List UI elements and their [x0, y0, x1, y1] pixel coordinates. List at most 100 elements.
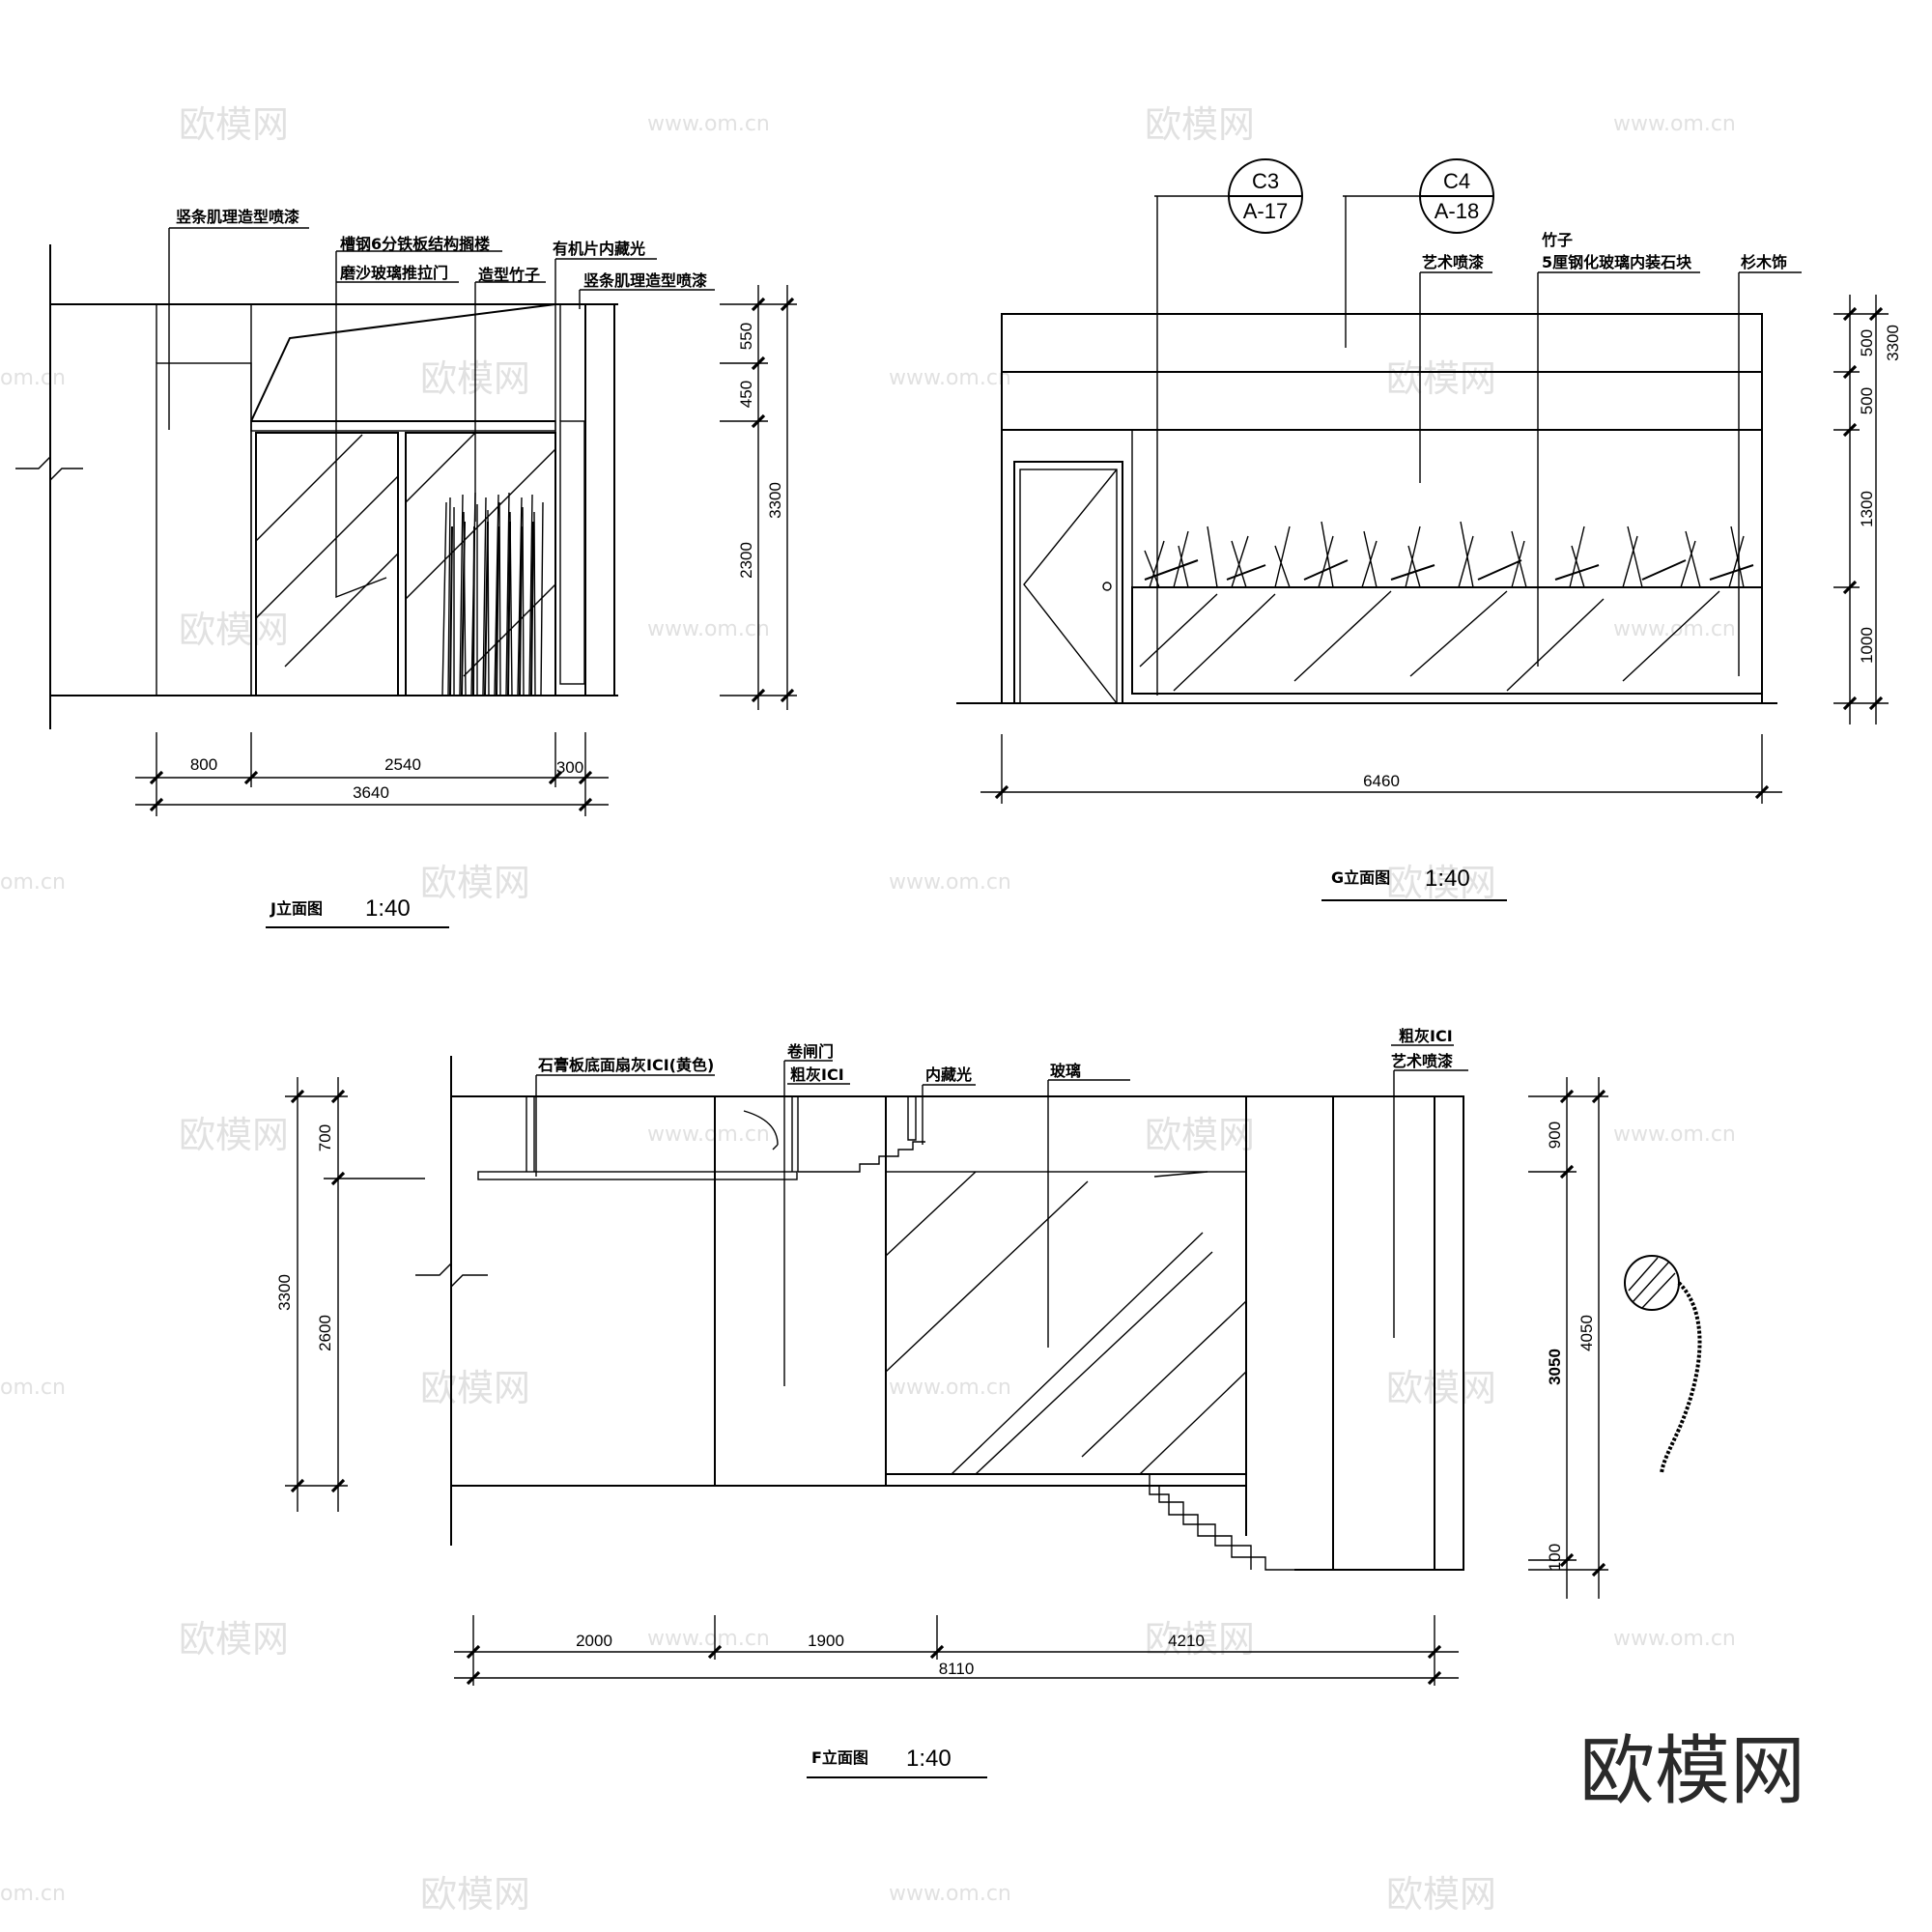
- g-scale: 1:40: [1425, 866, 1470, 892]
- watermark-logo: 欧模网: [1386, 1367, 1496, 1409]
- j-title: J立面图: [270, 899, 323, 918]
- watermark-logo: 欧模网: [1145, 1618, 1255, 1661]
- g-title: G立面图: [1331, 868, 1390, 887]
- section-callout-c3: C3 A-17: [1154, 158, 1303, 696]
- j-note: 有机片内藏光: [553, 240, 645, 258]
- j-note: 磨沙玻璃推拉门: [340, 264, 448, 282]
- f-scale: 1:40: [906, 1746, 952, 1772]
- watermark-url: www.om.cn: [1613, 617, 1736, 641]
- f-dim-total: 8110: [939, 1660, 975, 1678]
- g-note: 杉木饰: [1741, 253, 1787, 271]
- f-dim-v-total: 4050: [1577, 1315, 1596, 1351]
- f-dim-v: 3050: [1546, 1349, 1564, 1385]
- watermark-url: www.om.cn: [889, 1376, 1011, 1400]
- watermark-logo: 欧模网: [420, 1873, 530, 1916]
- watermark-url: www.om.cn: [647, 1627, 770, 1651]
- watermark-url: www.om.cn: [647, 1122, 770, 1147]
- watermark-url: www.om.cn: [889, 1882, 1011, 1906]
- j-dim-v: 450: [737, 381, 755, 408]
- watermark-logo: 欧模网: [420, 1367, 530, 1409]
- f-title: F立面图: [811, 1748, 868, 1767]
- f-note: 粗灰ICI: [1399, 1027, 1453, 1045]
- wall-section-hatch: [584, 303, 615, 696]
- wall-section-hatch: [1434, 1095, 1464, 1571]
- watermark-url: www.om.cn: [1613, 1122, 1736, 1147]
- watermark-url: www.om.cn: [647, 617, 770, 641]
- svg-text:C3: C3: [1252, 169, 1279, 193]
- j-dim-v-total: 3300: [766, 482, 784, 519]
- watermark-layer: 欧模网 www.om.cn 欧模网 www.om.cn om.cn 欧模网 ww…: [0, 103, 1736, 1916]
- j-note: 竖条肌理造型喷漆: [583, 271, 707, 290]
- watermark-logo: 欧模网: [179, 103, 289, 146]
- svg-text:A-18: A-18: [1435, 199, 1479, 223]
- g-note: 5厘钢化玻璃内装石块: [1542, 253, 1692, 271]
- j-note: 槽钢6分铁板结构搁楼: [340, 235, 490, 253]
- f-dim-v: 2600: [316, 1315, 334, 1351]
- f-dim: 4210: [1168, 1632, 1205, 1650]
- j-dim: 300: [556, 758, 583, 777]
- door-handle-icon: [1102, 582, 1112, 591]
- j-dim-v: 550: [737, 323, 755, 350]
- watermark-logo: 欧模网: [1386, 357, 1496, 400]
- j-dim: 800: [190, 755, 217, 774]
- glass-panel: [885, 1171, 1247, 1475]
- f-note: 石膏板底面扇灰ICI(黄色): [537, 1056, 714, 1074]
- g-dim-v: 500: [1858, 329, 1876, 356]
- watermark-logo: 欧模网: [179, 1114, 289, 1156]
- g-dim-v: 1300: [1858, 491, 1876, 527]
- brand-logo: 欧模网: [1579, 1728, 1805, 1815]
- f-elevation: 石膏板底面扇灰ICI(黄色) 卷闸门 粗灰ICI 内藏光 玻璃 粗灰ICI 艺术…: [275, 1027, 1702, 1778]
- watermark-logo: 欧模网: [1386, 1873, 1496, 1916]
- f-note: 内藏光: [925, 1065, 972, 1084]
- art-paint-wall: [1131, 429, 1763, 588]
- plant-symbol-icon: [1624, 1255, 1702, 1474]
- f-note: 粗灰ICI: [790, 1065, 844, 1084]
- watermark-logo: 欧模网: [1145, 1114, 1255, 1156]
- f-note: 玻璃: [1050, 1062, 1081, 1080]
- sliding-glass-door: [255, 432, 399, 696]
- section-callout-c4: C4 A-18: [1343, 158, 1494, 348]
- g-note: 竹子: [1541, 231, 1573, 249]
- f-dim-v: 900: [1546, 1122, 1564, 1149]
- j-note: 造型竹子: [478, 266, 540, 284]
- watermark-logo: 欧模网: [1145, 103, 1255, 146]
- watermark-url: www.om.cn: [889, 870, 1011, 895]
- f-note: 艺术喷漆: [1391, 1052, 1453, 1070]
- watermark-url: www.om.cn: [1613, 1627, 1736, 1651]
- watermark-logo: 欧模网: [179, 609, 289, 651]
- svg-text:C4: C4: [1443, 169, 1470, 193]
- sliding-glass-door: [405, 432, 556, 696]
- f-note: 卷闸门: [786, 1042, 834, 1061]
- g-elevation: C3 A-17 C4 A-18 艺术喷漆 竹子 5厘钢化玻璃内装石块 杉木饰 6…: [956, 158, 1902, 901]
- j-dim-v: 2300: [737, 542, 755, 579]
- watermark-url: www.om.cn: [1613, 112, 1736, 136]
- f-dim: 1900: [808, 1632, 844, 1650]
- f-dim-v-total: 3300: [275, 1274, 294, 1311]
- f-dim-v: 700: [316, 1124, 334, 1151]
- j-dim-total: 3640: [353, 783, 389, 802]
- watermark-logo: 欧模网: [1386, 862, 1496, 904]
- watermark-edge: om.cn: [0, 366, 66, 390]
- f-dim: 2000: [576, 1632, 612, 1650]
- g-note: 艺术喷漆: [1422, 253, 1484, 271]
- svg-text:A-17: A-17: [1243, 199, 1288, 223]
- j-elevation: 竖条肌理造型喷漆 槽钢6分铁板结构搁楼 磨沙玻璃推拉门 造型竹子 有机片内藏光 …: [15, 208, 797, 928]
- watermark-edge: om.cn: [0, 1882, 66, 1906]
- watermark-edge: om.cn: [0, 870, 66, 895]
- bamboo-decor: [1144, 521, 1754, 588]
- ceiling-band: [1001, 371, 1763, 431]
- watermark-edge: om.cn: [0, 1376, 66, 1400]
- f-dim-v: 100: [1546, 1544, 1564, 1571]
- watermark-logo: 欧模网: [179, 1618, 289, 1661]
- g-dim-v: 1000: [1858, 627, 1876, 664]
- watermark-logo: 欧模网: [420, 862, 530, 904]
- g-dim-v-total: 3300: [1884, 325, 1902, 361]
- j-dim: 2540: [384, 755, 421, 774]
- j-note: 竖条肌理造型喷漆: [176, 208, 299, 226]
- j-scale: 1:40: [365, 895, 411, 922]
- bamboo-decor: [441, 492, 544, 696]
- g-dim-total: 6460: [1363, 772, 1400, 790]
- watermark-url: www.om.cn: [647, 112, 770, 136]
- g-dim-v: 500: [1858, 387, 1876, 414]
